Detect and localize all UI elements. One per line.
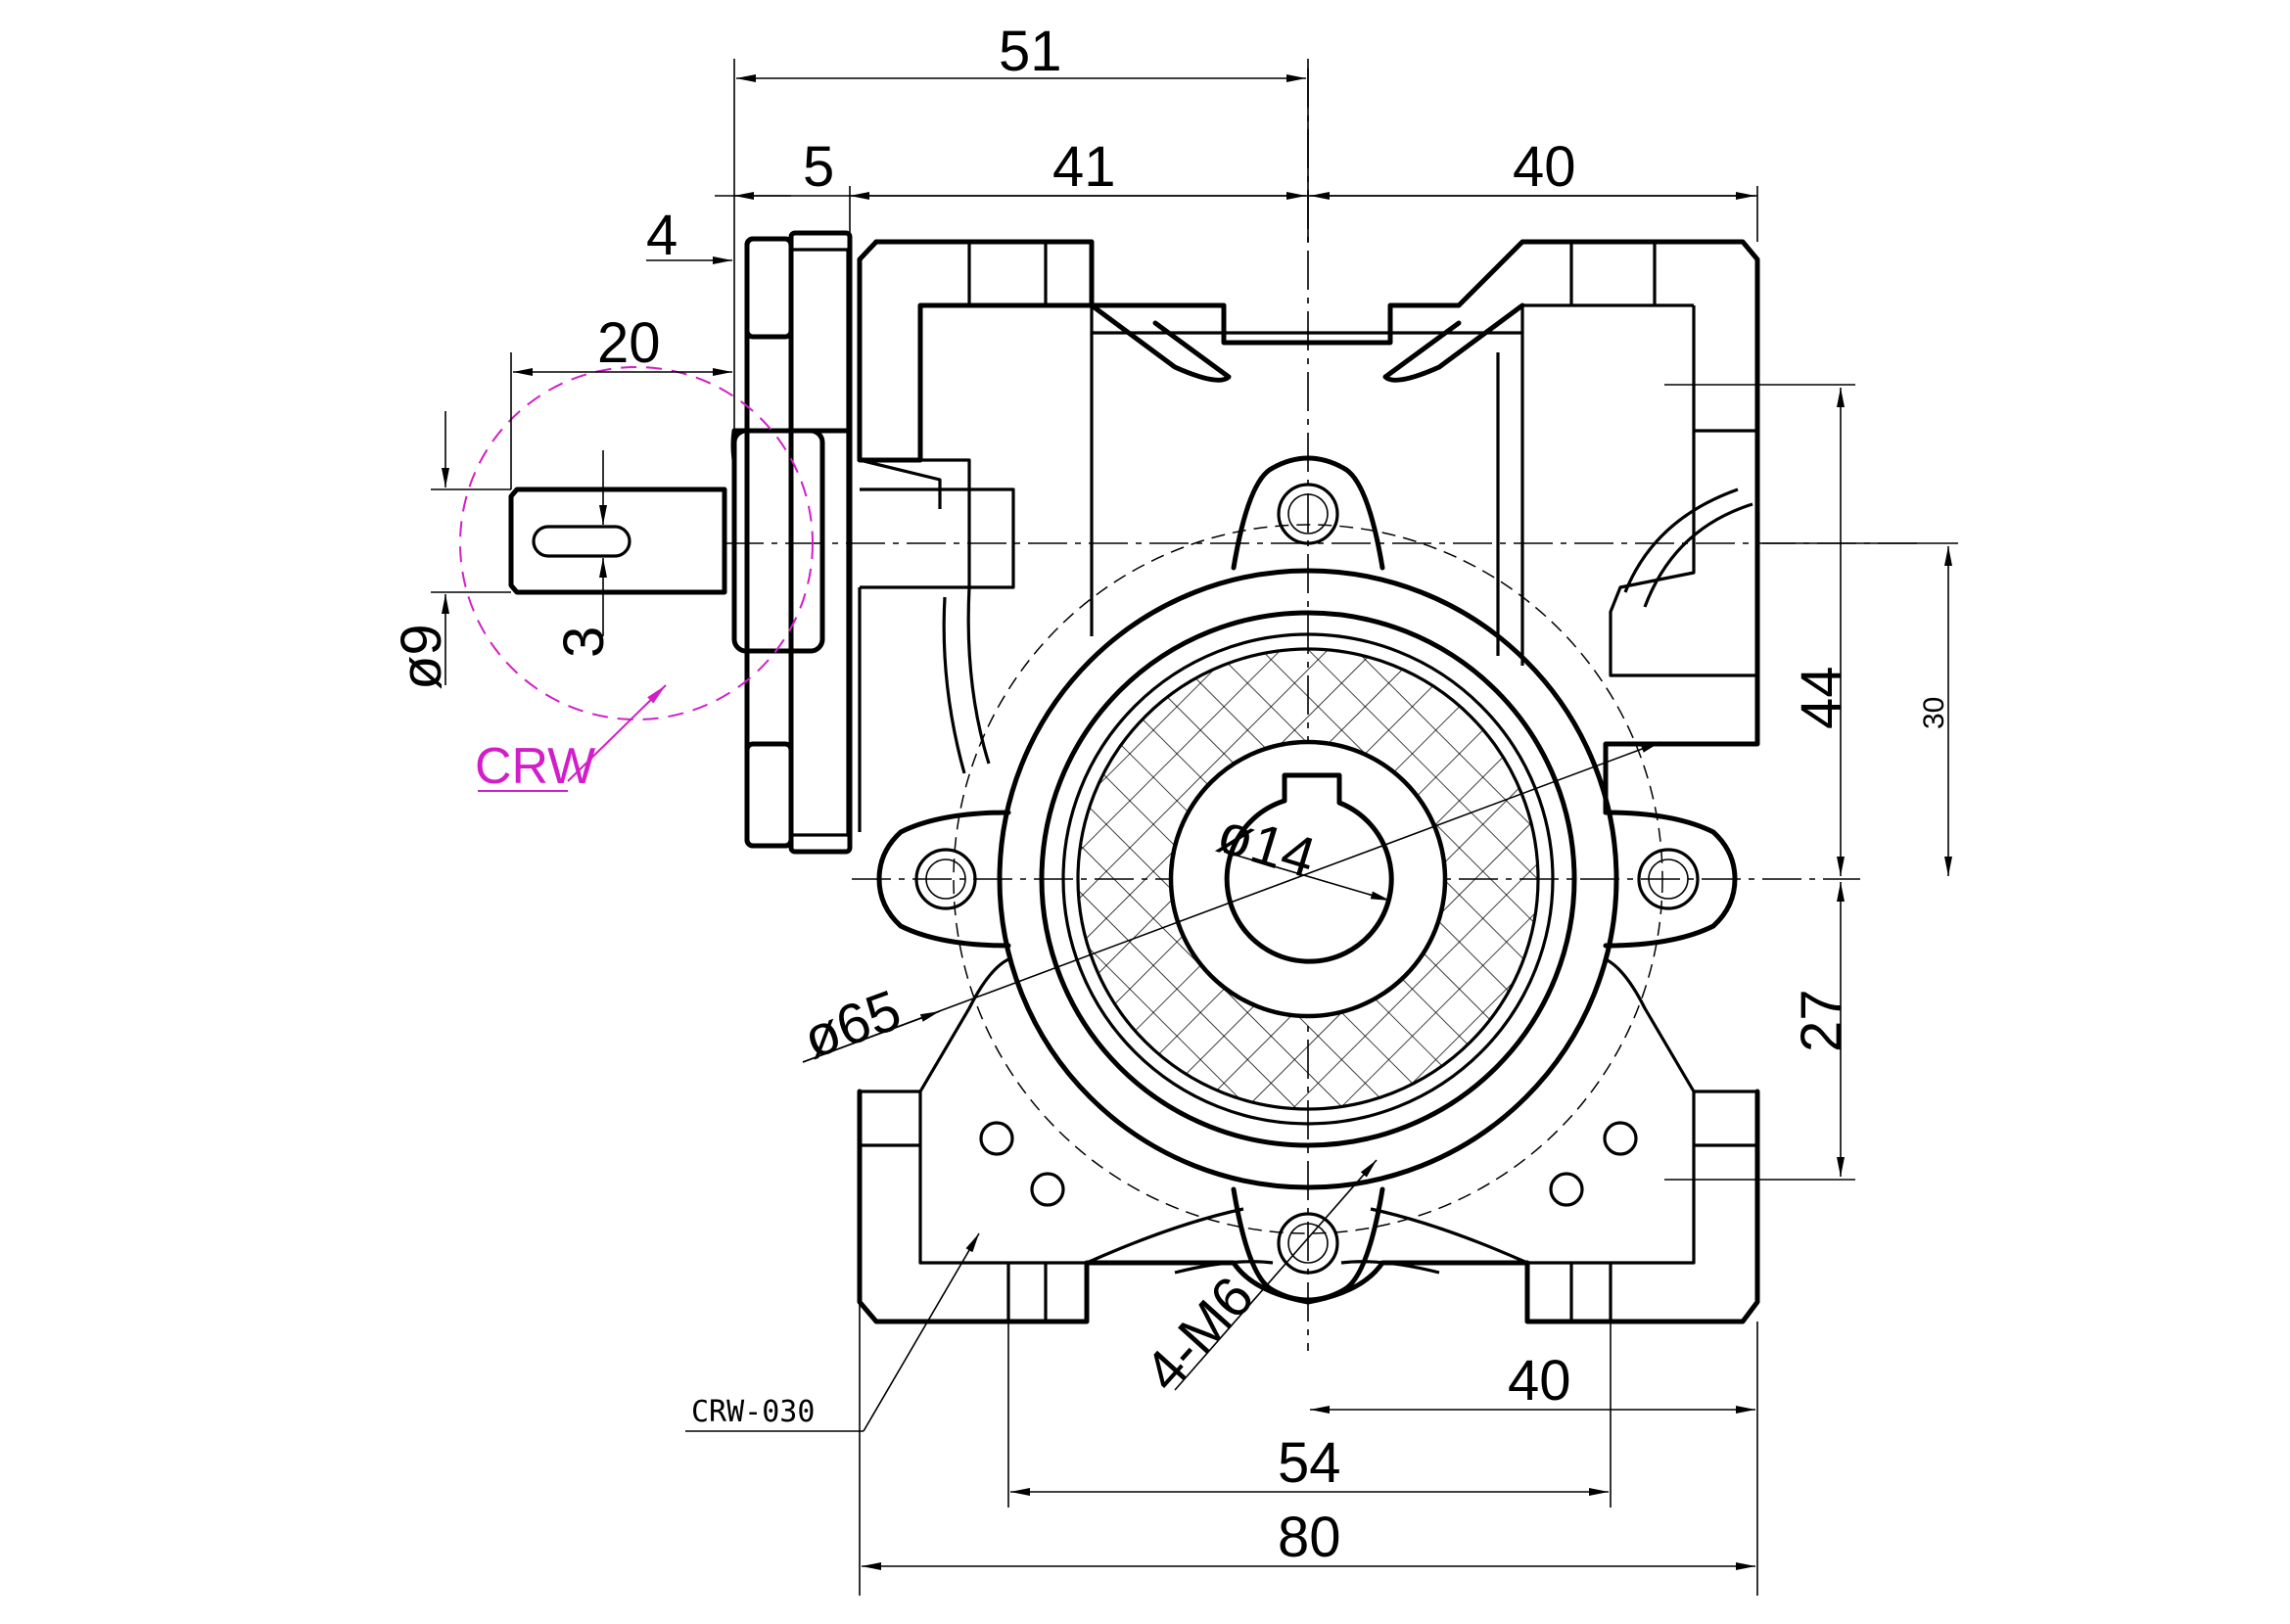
crw-detail-label: CRW [475,738,595,795]
dim-bottom-overall: 80 [1278,1506,1341,1569]
dim-key-width: 3 [552,626,616,658]
dim-bottom-holes: 54 [1278,1431,1341,1495]
dim-mount-holes: 4-M6 [1132,1265,1266,1404]
dim-right-bottom: 27 [1790,989,1853,1052]
dim-left-center: 41 [1052,135,1116,199]
input-shaft [508,230,853,855]
dim-shaft-dia: ø9 [390,624,453,690]
part-label: CRW-030 [691,1395,815,1429]
output-flange [997,568,1619,1190]
dim-top-overall: 51 [999,20,1062,83]
dim-center-right: 40 [1513,135,1576,199]
part-label-leader: CRW-030 [685,1232,980,1432]
dim-offset-small: 4 [646,204,678,267]
dimensions: 51 5 41 40 4 20 ø9 3 ø14 ø65 [390,20,1958,1596]
dim-bottom-half: 40 [1508,1349,1571,1413]
dim-right-mid: 30 [1918,697,1950,729]
flange-lugs [876,455,1738,1303]
dim-flange-thk: 5 [803,135,834,199]
dim-pcd: ø65 [795,978,909,1071]
crw-detail-callout: CRW [459,366,814,795]
dim-shaft-length: 20 [597,311,661,375]
dim-right-top: 44 [1790,666,1853,729]
